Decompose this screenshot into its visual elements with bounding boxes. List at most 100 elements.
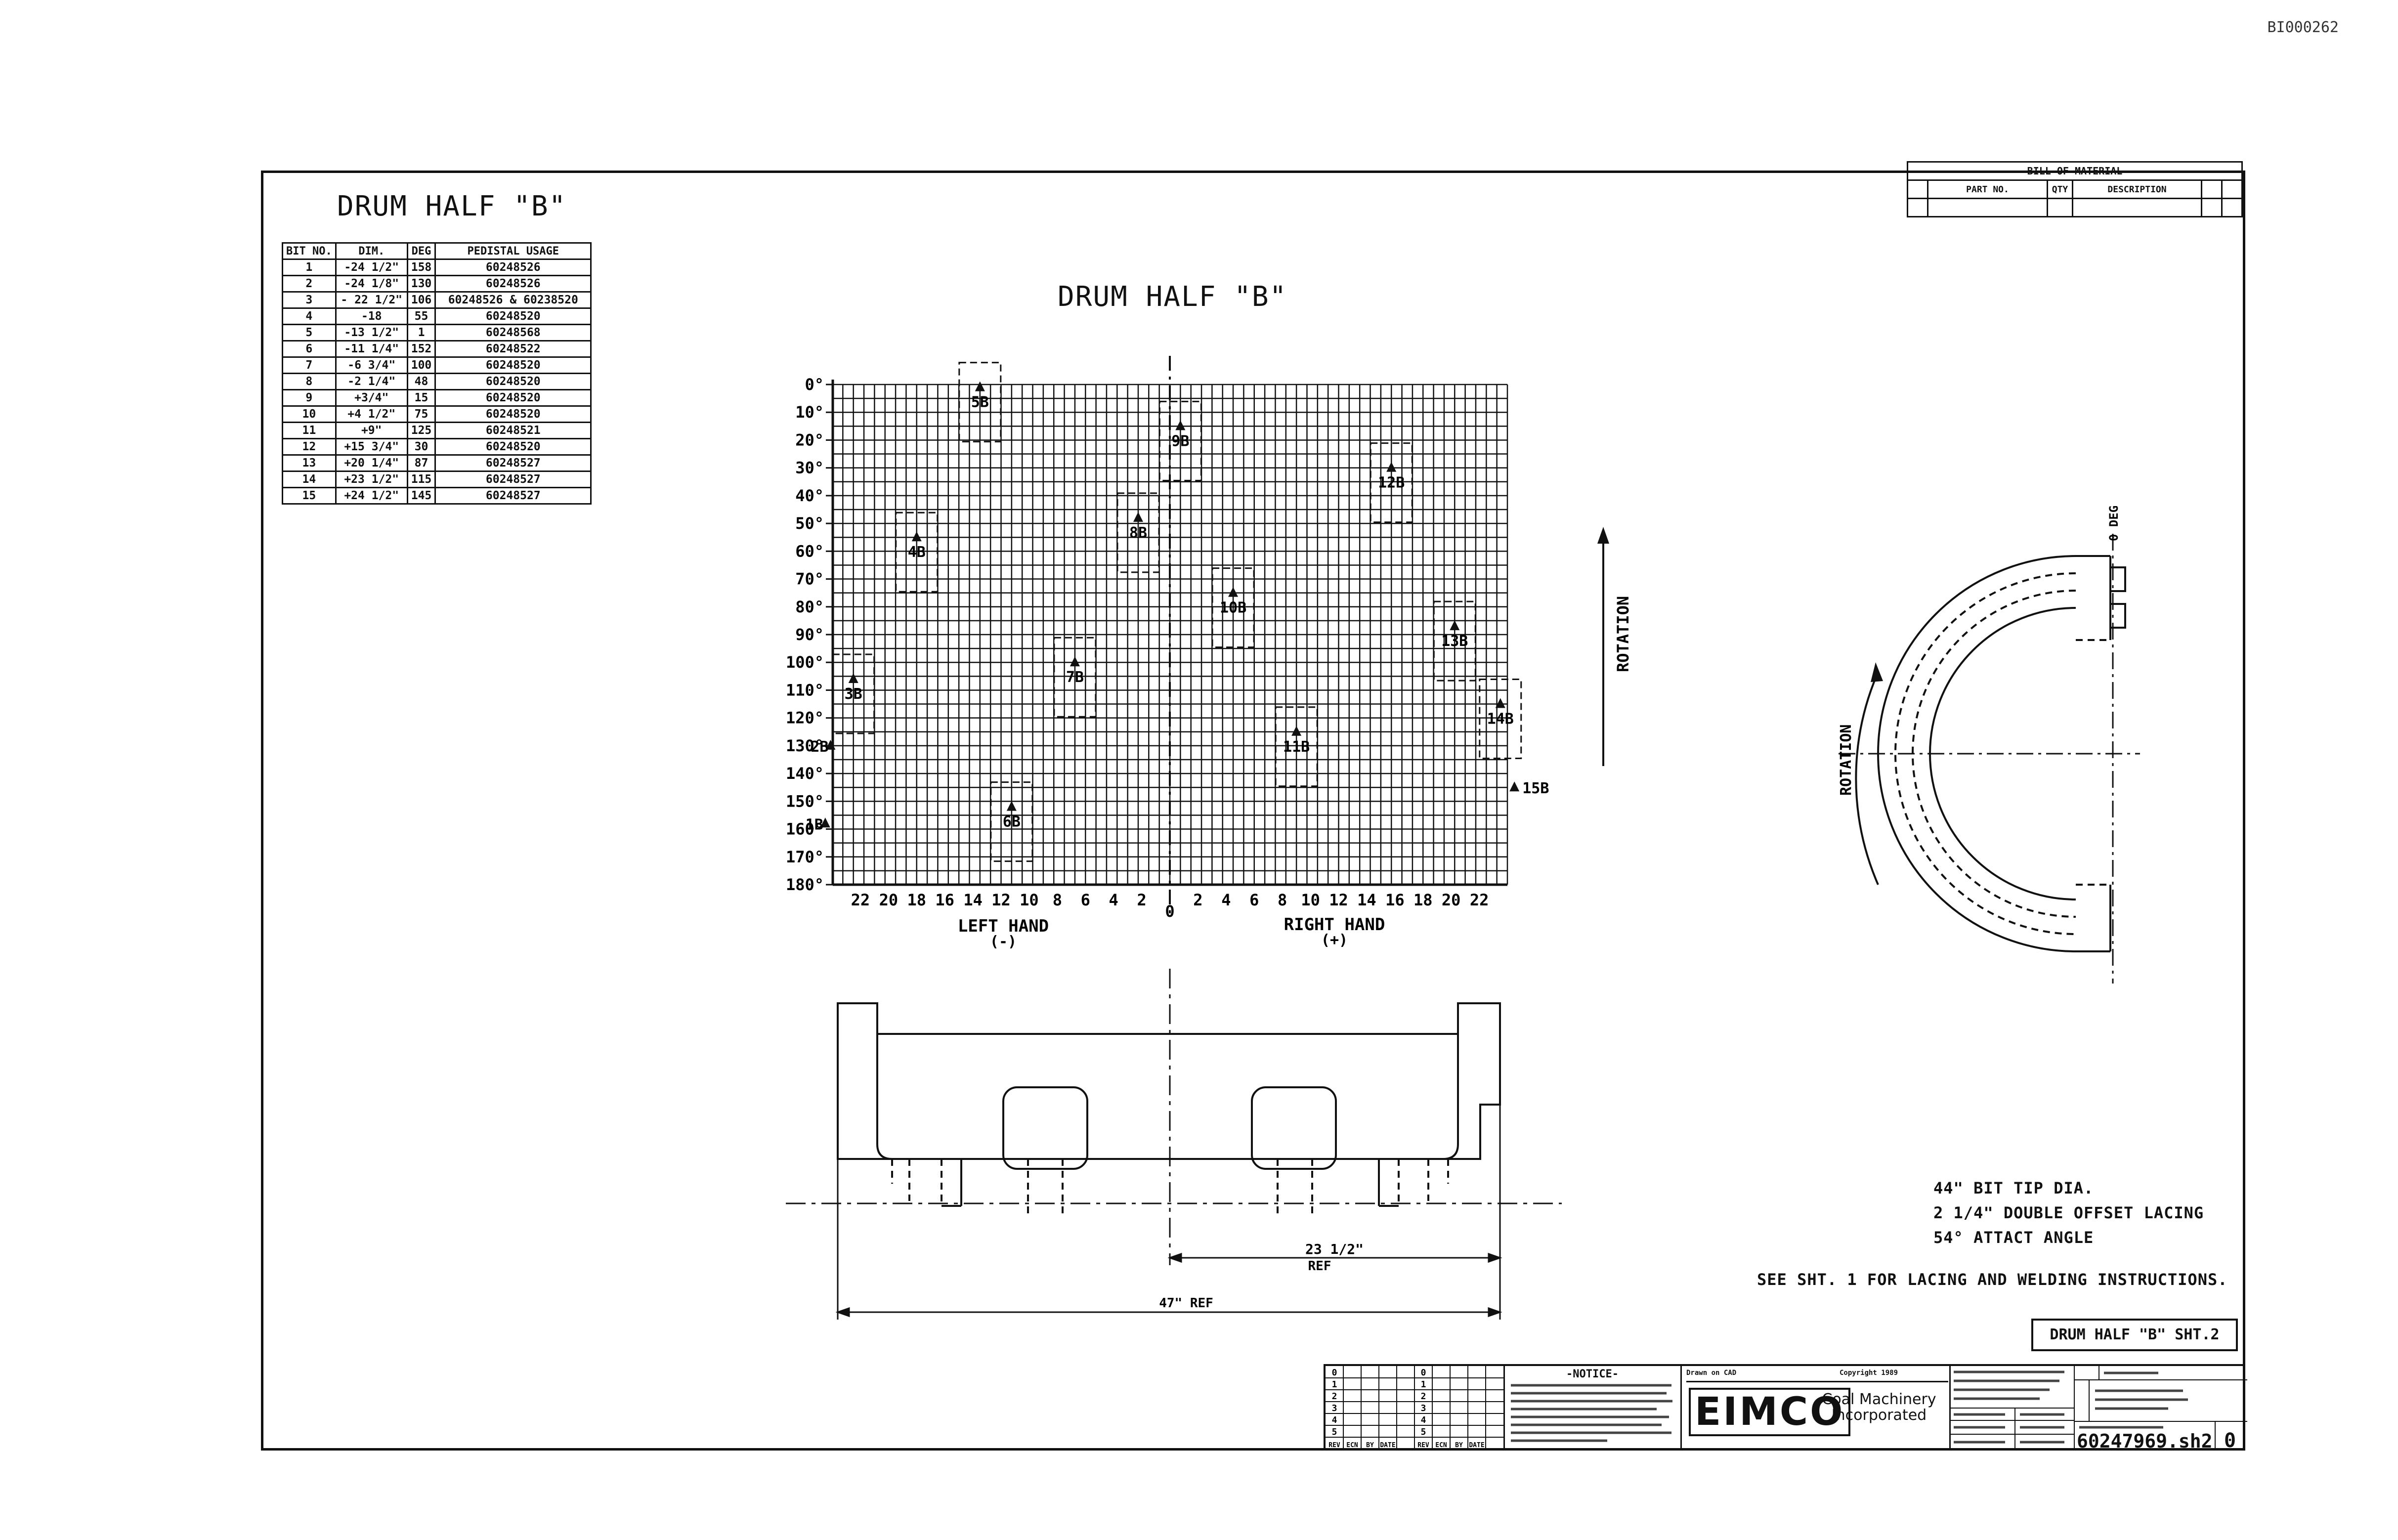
bom-empty-cell bbox=[2201, 198, 2223, 217]
bit-label: 8B bbox=[1129, 524, 1147, 542]
title-block-fields bbox=[1951, 1366, 2247, 1450]
x-tick-label: 14 bbox=[1357, 891, 1376, 909]
bit-label: 13B bbox=[1441, 633, 1468, 650]
x-tick-label: 20 bbox=[879, 891, 899, 909]
x-tick-label: 22 bbox=[1470, 891, 1489, 909]
bom-description: DESCRIPTION bbox=[2072, 179, 2202, 199]
pedestal-outline bbox=[895, 512, 939, 593]
y-tick-label: 20° bbox=[795, 430, 824, 449]
x-tick-label: 22 bbox=[851, 891, 870, 909]
revision-header: REV bbox=[1417, 1442, 1429, 1449]
rotation-arrow: ROTATION bbox=[1597, 527, 1632, 766]
bit-marker bbox=[1386, 462, 1397, 472]
x-tick-label: 18 bbox=[1413, 891, 1433, 909]
table-cell: 60248526 bbox=[434, 258, 592, 276]
table-cell: 60248520 bbox=[434, 307, 592, 325]
x-tick-label: 20 bbox=[1442, 891, 1461, 909]
y-tick-label: 40° bbox=[795, 486, 824, 505]
bit-marker bbox=[1175, 420, 1186, 430]
pedestal-outline bbox=[1158, 400, 1202, 481]
x-tick-label: 12 bbox=[1329, 891, 1348, 909]
x-tick-label: 12 bbox=[991, 891, 1011, 909]
bom-empty-cell bbox=[2072, 198, 2202, 217]
table-cell: 2 bbox=[282, 275, 337, 293]
y-tick-label: 90° bbox=[795, 625, 824, 644]
table-cell: 75 bbox=[406, 405, 436, 423]
revision-marker: 3 bbox=[1421, 1403, 1426, 1413]
y-tick-label: 60° bbox=[795, 542, 824, 560]
bit-label: 5B bbox=[971, 394, 989, 411]
bit-marker bbox=[1006, 801, 1017, 811]
bit-point: 1B bbox=[806, 816, 830, 833]
revision-header: DATE bbox=[1380, 1442, 1395, 1449]
bill-of-material: BILL OF MATERIAL PART NO. QTY DESCRIPTIO… bbox=[1907, 161, 2243, 217]
table-cell: -24 1/8" bbox=[335, 275, 408, 293]
bom-empty-cell bbox=[2221, 198, 2243, 217]
bit-point: 8B bbox=[1116, 492, 1160, 573]
bom-empty-cell bbox=[2047, 198, 2073, 217]
bom-part-no: PART NO. bbox=[1927, 179, 2048, 199]
bit-point: 9B bbox=[1158, 400, 1202, 481]
x-tick-label: 10 bbox=[1020, 891, 1039, 909]
x-tick-label: 8 bbox=[1278, 891, 1287, 909]
notes: 44" BIT TIP DIA. 2 1/4" DOUBLE OFFSET LA… bbox=[1933, 1179, 2204, 1247]
bit-point: 11B bbox=[1275, 706, 1318, 787]
table-cell: 60248522 bbox=[434, 340, 592, 358]
document-id: BI000262 bbox=[2267, 19, 2339, 36]
bit-marker bbox=[911, 531, 922, 542]
bit-marker bbox=[1450, 620, 1460, 631]
x-tick-label: 4 bbox=[1221, 891, 1231, 909]
bit-marker bbox=[1509, 781, 1520, 792]
bit-marker bbox=[1070, 656, 1080, 667]
bit-point: 6B bbox=[990, 781, 1033, 862]
revision-marker: 0 bbox=[1332, 1368, 1337, 1378]
table-cell: 100 bbox=[406, 356, 436, 374]
y-tick-label: 150° bbox=[786, 792, 824, 811]
bit-label: 2B bbox=[811, 738, 828, 756]
table-cell: 5 bbox=[282, 324, 337, 342]
bit-marker bbox=[1495, 698, 1505, 708]
bit-point: 5B bbox=[958, 362, 1002, 443]
bit-point: 12B bbox=[1370, 442, 1413, 523]
table-cell: 48 bbox=[406, 373, 436, 390]
bit-label: 14B bbox=[1487, 711, 1514, 728]
y-tick-label: 110° bbox=[786, 681, 824, 699]
pedestal-outline bbox=[1370, 442, 1413, 523]
y-tick-label: 180° bbox=[786, 875, 824, 894]
table-cell: 145 bbox=[406, 487, 436, 505]
table-cell: 60248520 bbox=[434, 438, 592, 456]
table-cell: - 22 1/2" bbox=[335, 291, 408, 309]
table-cell: +20 1/4" bbox=[335, 454, 408, 472]
bit-point: 13B bbox=[1433, 600, 1476, 682]
table-cell: -18 bbox=[335, 307, 408, 325]
note-lacing: 2 1/4" DOUBLE OFFSET LACING bbox=[1933, 1203, 2204, 1222]
bom-empty-cell bbox=[1927, 198, 2048, 217]
table-cell: -6 3/4" bbox=[335, 356, 408, 374]
table-cell: +15 3/4" bbox=[335, 438, 408, 456]
bom-extra-cell bbox=[2221, 179, 2243, 199]
copyright: Copyright 1989 bbox=[1840, 1369, 1898, 1377]
table-cell: 60248527 bbox=[434, 487, 592, 505]
revision-header: BY bbox=[1455, 1442, 1463, 1449]
x-tick-label: 10 bbox=[1301, 891, 1320, 909]
x-tick-label: 2 bbox=[1193, 891, 1202, 909]
y-tick-label: 70° bbox=[795, 570, 824, 589]
bit-label: 11B bbox=[1283, 738, 1310, 756]
bit-label: 10B bbox=[1220, 599, 1246, 617]
revision-marker: 1 bbox=[1332, 1379, 1337, 1390]
bit-marker bbox=[975, 381, 985, 391]
lacing-chart: 0°10°20°30°40°50°60°70°80°90°100°110°120… bbox=[786, 356, 1549, 950]
revision-header: BY bbox=[1366, 1442, 1374, 1449]
bom-title: BILL OF MATERIAL bbox=[1907, 161, 2243, 181]
note-angle: 54° ATTACT ANGLE bbox=[1933, 1228, 2094, 1247]
